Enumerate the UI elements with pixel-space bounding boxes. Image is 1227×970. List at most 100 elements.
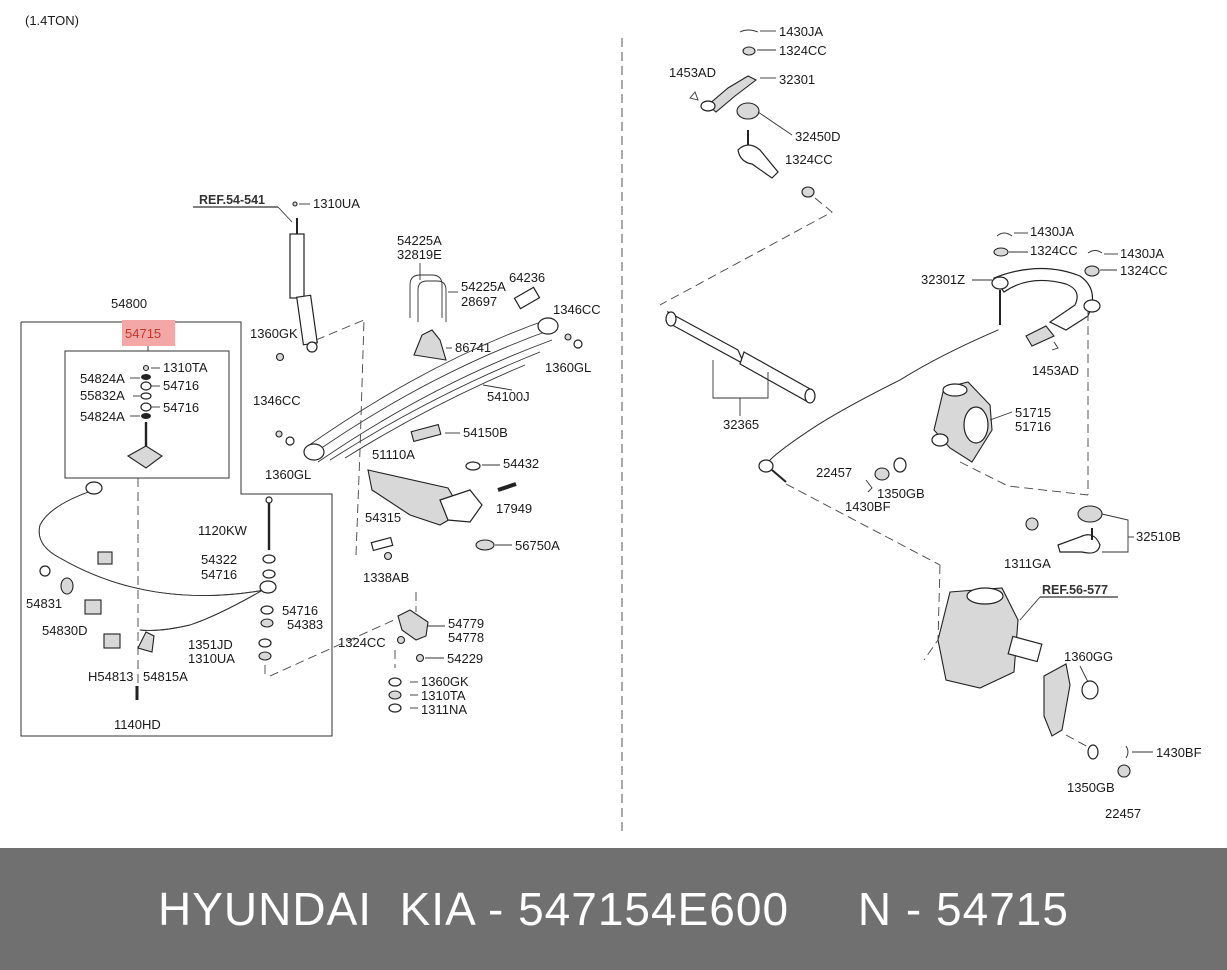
label-54315: 54315 [365, 510, 401, 525]
u-bolt [409, 274, 447, 322]
nut-22457-b [1117, 764, 1131, 778]
label-1324CC-e: 1324CC [1120, 263, 1168, 278]
label-54831: 54831 [26, 596, 62, 611]
bushing-64236 [513, 286, 541, 310]
bracket-54815A [137, 631, 155, 653]
label-32365: 32365 [723, 417, 759, 432]
washer-54322 [262, 554, 276, 564]
label-1453AD-a: 1453AD [669, 65, 716, 80]
label-1360GG: 1360GG [1064, 649, 1113, 664]
label-51716: 51716 [1015, 419, 1051, 434]
label-54716-a: 54716 [163, 378, 199, 393]
label-32301Z: 32301Z [921, 272, 965, 287]
nut-1324CC-c [801, 186, 815, 198]
washer-1350GB-b [1087, 744, 1099, 760]
nut-1311GA [1025, 517, 1039, 531]
label-54715-highlighted: 54715 [125, 326, 161, 341]
label-1430JA-a: 1430JA [779, 24, 823, 39]
label-54716-b: 54716 [163, 400, 199, 415]
pad-54150B [410, 423, 442, 443]
label-55832A: 55832A [80, 388, 125, 403]
bushing-54830D [60, 577, 74, 595]
nut-1324CC-b [742, 46, 756, 56]
label-54150B: 54150B [463, 425, 508, 440]
spring-seat-86741 [413, 329, 447, 361]
label-1324CC-c: 1324CC [785, 152, 833, 167]
label-54778: 54778 [448, 630, 484, 645]
ref-54-541: REF.54-541 [199, 193, 265, 207]
cotter-pin-1430JA [739, 29, 759, 33]
nut-1310UA [292, 201, 298, 207]
stabilizer-link-kit [126, 364, 163, 469]
label-86741: 86741 [455, 340, 491, 355]
leaf-spring [303, 317, 559, 463]
label-H54813: H54813 [88, 669, 134, 684]
label-54824A-b: 54824A [80, 409, 125, 424]
tie-rod-end-32301 [700, 75, 758, 113]
label-1430BF-a: 1430BF [845, 499, 891, 514]
bushing-H54813 [103, 633, 121, 649]
label-1311NA: 1311NA [421, 702, 467, 717]
label-32510B: 32510B [1136, 529, 1181, 544]
footer-bar: HYUNDAI KIA - 547154E600 N - 54715 [0, 848, 1227, 970]
long-tie-rod [758, 329, 999, 483]
label-1346CC-b: 1346CC [253, 393, 301, 408]
nut-1310UA-b [258, 651, 272, 661]
ball-joint-32450D [737, 130, 779, 179]
ref-56-577: REF.56-577 [1042, 583, 1108, 597]
highlight-54715 [122, 320, 175, 346]
nut-1324CC-d [993, 247, 1009, 257]
label-54815A: 54815A [143, 669, 188, 684]
shock-absorber [289, 218, 318, 353]
label-54779: 54779 [448, 616, 484, 631]
label-51110A: 51110A [372, 447, 415, 462]
cotter-pin-1430BF [1125, 745, 1129, 759]
exploded-view-drawing: (1.4TON) REF.54-541 1310UA 1360GK 54225A… [20, 13, 1202, 832]
label-54716-d: 54716 [282, 603, 318, 618]
tie-rod-tube-32365 [665, 310, 816, 404]
label-1360GL-b: 1360GL [265, 467, 311, 482]
part-number-caption: HYUNDAI KIA - 547154E600 N - 54715 [158, 883, 1069, 935]
label-54800: 54800 [111, 296, 147, 311]
nut-1324CC-e [1084, 265, 1100, 277]
capacity-note: (1.4TON) [25, 13, 79, 28]
label-1310TA-a: 1310TA [163, 360, 208, 375]
washer-1360GK [275, 352, 285, 362]
label-1310UA-b: 1310UA [188, 651, 235, 666]
label-22457-a: 22457 [816, 465, 852, 480]
nut-22457-a [874, 467, 890, 481]
stabilizer-bar [38, 481, 277, 631]
label-22457-b: 22457 [1105, 806, 1141, 821]
label-1338AB: 1338AB [363, 570, 409, 585]
label-1360GK-a: 1360GK [250, 326, 298, 341]
label-1310TA-b: 1310TA [421, 688, 466, 703]
washer-1360GK-b [388, 677, 402, 687]
label-1350GB-b: 1350GB [1067, 780, 1115, 795]
label-32819E: 32819E [397, 247, 442, 262]
label-1324CC-d: 1324CC [1030, 243, 1078, 258]
nut-1338AB [383, 551, 393, 561]
label-51715: 51715 [1015, 405, 1051, 420]
label-1311GA: 1311GA [1004, 556, 1051, 571]
link-kit-box [64, 350, 230, 479]
pitman-arm [1043, 663, 1071, 737]
label-54432: 54432 [503, 456, 539, 471]
nut-1324CC-a [396, 635, 406, 645]
label-1120KW: 1120KW [198, 523, 248, 538]
label-1140HD: 1140HD [114, 717, 161, 732]
label-17949: 17949 [496, 501, 532, 516]
clip-1453AD [689, 91, 699, 101]
label-1360GK-b: 1360GK [421, 674, 469, 689]
drag-link-32301Z [991, 267, 1101, 347]
bracket-54779 [397, 609, 429, 641]
label-54225A-b: 54225A [461, 279, 506, 294]
bolt-17949 [497, 482, 517, 492]
nut-1310TA-b [388, 690, 402, 700]
washer-1360GL [573, 339, 583, 349]
parts-diagram: (1.4TON) REF.54-541 1310UA 1360GK 54225A… [20, 13, 1202, 832]
bushing-lower [84, 599, 102, 615]
nut-1346CC [564, 333, 572, 341]
label-54100J: 54100J [487, 389, 530, 404]
nut-1311NA [388, 703, 402, 713]
washer-1350GB-a [893, 457, 907, 473]
